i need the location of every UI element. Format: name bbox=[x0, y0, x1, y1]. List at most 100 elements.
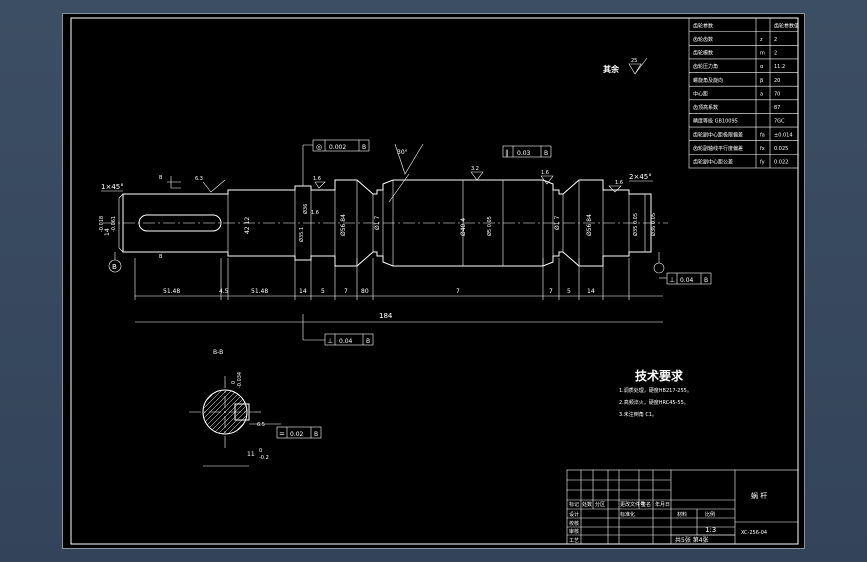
tb-row-mark: 标记 bbox=[569, 501, 579, 508]
inner-border bbox=[70, 17, 799, 545]
param-cell-6-2: 87 bbox=[774, 105, 780, 111]
section-dim-bot-tol2: -0.2 bbox=[259, 455, 269, 461]
dia-mid2-text: Ø5 0.05 bbox=[486, 216, 493, 236]
tol-top-sym: ∥ bbox=[505, 149, 509, 157]
tech-requirements: 技术要求 1.调质处理，硬度HB217-255。 2.高频淬火，硬度HRC45-… bbox=[619, 368, 692, 418]
dia-d4-text: Ø1 7 bbox=[374, 216, 381, 230]
datum-b-text: B bbox=[112, 263, 117, 271]
tol-frame-right: ⊥ 0.04 B bbox=[659, 272, 712, 285]
shaft-outline bbox=[122, 179, 652, 267]
param-cell-2-1: m bbox=[760, 51, 765, 57]
dia-end2-text: Ø36 0.05 bbox=[650, 213, 657, 236]
param-cell-7-2: 7GC bbox=[774, 119, 785, 125]
roughness-1: 1.6 bbox=[313, 176, 321, 182]
param-cell-10-1: fy bbox=[760, 160, 765, 166]
roughness-note-value: 25 bbox=[631, 58, 637, 64]
param-cell-1-2: 2 bbox=[774, 37, 777, 43]
roughness-4: 1.6 bbox=[311, 210, 319, 216]
section-tol-frame: = 0.02 B bbox=[276, 426, 322, 439]
tol-right-val: 0.04 bbox=[680, 277, 694, 284]
total-length: 184 bbox=[379, 312, 393, 320]
tol-bot-val: 0.04 bbox=[339, 338, 353, 345]
param-cell-7-0: 精度等级 GB10095 bbox=[693, 118, 738, 125]
chamfer-right: 2×45° bbox=[629, 173, 652, 181]
param-cell-8-2: ±0.014 bbox=[774, 132, 793, 138]
tol-right-ref: B bbox=[704, 277, 708, 284]
tol-concentric-sym: ◎ bbox=[316, 143, 322, 151]
param-cell-3-0: 齿轮压力角 bbox=[693, 63, 718, 70]
shaft-main-view: 14 -0.018 -0.061 42 12 Ø35.1 Ø36 Ø56 84 … bbox=[99, 139, 712, 346]
section-dim-right: 6.5 bbox=[257, 422, 265, 428]
dim-label-4: 5 bbox=[321, 288, 325, 295]
tb-scale-label: 比例 bbox=[705, 511, 715, 518]
dim-label-8: 7 bbox=[549, 288, 553, 295]
tol-top-ref: B bbox=[544, 150, 548, 157]
dia-mid-text: Ø40 4 bbox=[460, 218, 467, 236]
tech-req-item-1: 1.调质处理，硬度HB217-255。 bbox=[619, 387, 692, 394]
tb-hdr-sign: 签名 bbox=[641, 501, 651, 508]
section-circle bbox=[202, 389, 248, 435]
dim-label-10: 14 bbox=[587, 288, 595, 295]
angle-label: 30° bbox=[397, 149, 408, 156]
tb-material-label: 材料 bbox=[677, 511, 687, 518]
param-cell-8-1: fa bbox=[760, 132, 765, 138]
dia-d3-text: Ø56 84 bbox=[340, 214, 347, 236]
roughness-note-label: 其余 bbox=[603, 64, 620, 74]
section-dim-bot-tol: 0 bbox=[259, 448, 262, 454]
section-view: B-B 0 -0.034 6.5 11 0 -0.2 = 0.02 B bbox=[189, 349, 322, 467]
datum-c bbox=[653, 252, 665, 274]
tb-row-process: 工艺 bbox=[569, 538, 579, 544]
tol-frame-bottom: ⊥ 0.04 B bbox=[302, 314, 374, 346]
param-cell-0-0: 齿轮参数 bbox=[693, 22, 713, 29]
roughness-key-icon bbox=[202, 179, 226, 193]
tol-frame-top: ∥ 0.03 B bbox=[502, 145, 552, 158]
section-tol-ref: B bbox=[314, 431, 318, 438]
dim-label-0: 51.48 bbox=[163, 288, 180, 295]
dim-label-6: 80 bbox=[361, 288, 369, 295]
section-dim-bot: 11 bbox=[247, 451, 255, 458]
param-cell-9-0: 齿轮副轴线平行度偏差 bbox=[693, 145, 743, 152]
param-cell-5-0: 中心距 bbox=[693, 90, 708, 97]
roughness-2: 3.2 bbox=[471, 166, 479, 172]
tb-hdr-docno: 更改文件号 bbox=[620, 501, 645, 508]
tb-scale: 1:3 bbox=[705, 526, 716, 534]
param-cell-1-1: z bbox=[760, 37, 763, 43]
roughness-note: 其余 25 bbox=[603, 57, 648, 75]
tol-top-val: 0.03 bbox=[517, 150, 531, 157]
roughness-5: 1.6 bbox=[615, 180, 623, 186]
param-cell-4-2: 20 bbox=[774, 78, 780, 84]
keyway-tol-bot: -0.061 bbox=[111, 216, 117, 232]
keyway-slot bbox=[138, 214, 222, 232]
section-dim-top2: -0.034 bbox=[237, 372, 243, 388]
tech-req-item-3: 3.未注倒角 C1。 bbox=[619, 411, 657, 418]
dia-d2-text: Ø36 bbox=[302, 204, 309, 214]
section-tol-val: 0.02 bbox=[290, 431, 304, 438]
dim-label-1: 4.5 bbox=[219, 288, 229, 295]
param-cell-3-2: 11.2 bbox=[774, 64, 785, 70]
roughness-3: 1.6 bbox=[541, 170, 549, 176]
dim-label-5: 7 bbox=[344, 288, 348, 295]
param-cell-4-0: 螺旋角及旋向 bbox=[693, 77, 723, 84]
param-cell-9-2: 0.025 bbox=[774, 146, 788, 152]
section-dim-top: 0 bbox=[231, 381, 237, 384]
keyway-tol-top: -0.018 bbox=[99, 216, 105, 232]
tb-row-design: 设计 bbox=[569, 511, 579, 518]
param-cell-3-1: α bbox=[760, 64, 764, 70]
roughness-key: 6.3 bbox=[195, 176, 203, 182]
tb-part-name: 蜗 杆 bbox=[751, 491, 767, 500]
tol-bot-sym: ⊥ bbox=[327, 337, 333, 345]
dia-key-text: 42 12 bbox=[244, 217, 251, 234]
tol-right-sym: ⊥ bbox=[669, 276, 675, 284]
dim-label-3: 14 bbox=[299, 288, 307, 295]
title-block: 标记 设计 校核 审核 工艺 处数 分区 更改文件号 签名 年月日 标准化 材料… bbox=[566, 469, 799, 545]
dia-d1-text: Ø35.1 bbox=[298, 227, 305, 242]
param-cell-5-2: 70 bbox=[774, 91, 780, 97]
tol-frame-concentric: ◎ 0.002 B bbox=[302, 139, 370, 186]
tb-row-check: 校核 bbox=[569, 520, 579, 527]
chamfer-left: 1×45° bbox=[101, 183, 124, 191]
tech-req-title: 技术要求 bbox=[635, 368, 684, 383]
dia-d6-text: Ø56 84 bbox=[586, 214, 593, 236]
datum-b: B bbox=[108, 252, 122, 273]
